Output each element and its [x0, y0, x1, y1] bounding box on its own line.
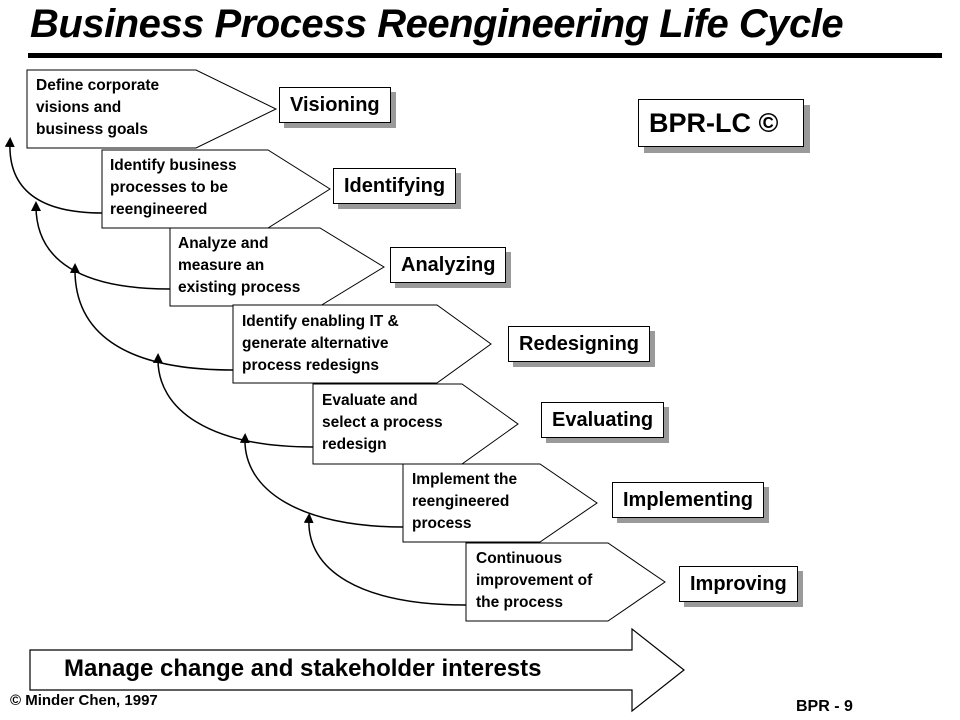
banner-arrow: [29, 627, 685, 713]
phase-improving: Improving: [679, 566, 798, 602]
step-description-1: Define corporate visions and business go…: [36, 77, 160, 138]
phase-identifying: Identifying: [333, 168, 457, 204]
step-description-7: Continuous improvement of the process: [476, 550, 593, 611]
page-number: BPR - 9: [796, 698, 853, 715]
step-description-3: Analyze and measure an existing process: [178, 235, 301, 296]
step-shape-2: [101, 149, 331, 229]
feedback-arrow-2: [4, 137, 103, 214]
step-shape-1: [26, 69, 278, 149]
phase-evaluating: Evaluating: [541, 402, 665, 438]
feedback-arrow-6: [239, 433, 404, 528]
step-description-6: Implement the reengineered process: [412, 471, 518, 532]
phase-implementing: Implementing: [612, 482, 765, 518]
step-shape-3: [169, 227, 385, 307]
copyright-notice: © Minder Chen, 1997: [10, 692, 158, 709]
banner-label: Manage change and stakeholder interests: [64, 655, 542, 682]
phase-visioning: Visioning: [279, 87, 391, 123]
feedback-arrow-5: [152, 353, 314, 448]
feedback-arrow-7: [303, 513, 467, 606]
bpr-lc-badge: BPR-LC ©: [638, 99, 804, 147]
step-shape-5: [312, 383, 519, 465]
feedback-arrow-3: [31, 201, 171, 290]
phase-redesigning: Redesigning: [508, 326, 651, 362]
step-description-5: Evaluate and select a process redesign: [322, 392, 443, 453]
phase-analyzing: Analyzing: [390, 247, 507, 283]
step-description-2: Identify business processes to be reengi…: [110, 157, 237, 218]
step-description-4: Identify enabling IT & generate alternat…: [242, 313, 399, 374]
step-shape-7: [465, 542, 666, 622]
feedback-arrow-4: [69, 263, 234, 371]
step-shape-6: [402, 463, 598, 543]
page-title: Business Process Reengineering Life Cycl…: [30, 2, 844, 46]
title-underline: [28, 53, 942, 58]
